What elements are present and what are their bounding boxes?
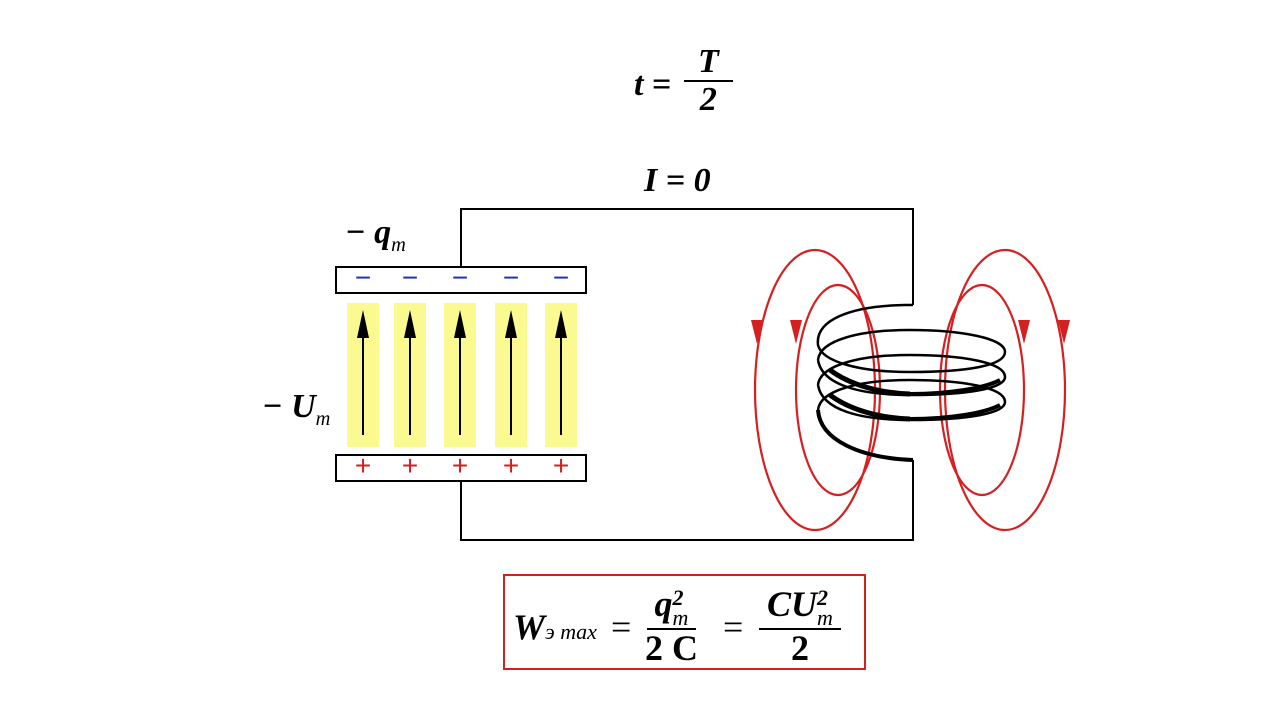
- plus-sign: +: [552, 450, 570, 481]
- voltage-label: − Um: [262, 388, 330, 431]
- arrow-up-icon: [357, 310, 369, 338]
- bottom-wire: [460, 460, 914, 541]
- fraction-1-den: 2 C: [645, 627, 698, 668]
- charge-sub: m: [391, 233, 406, 256]
- minus-sign: −: [451, 262, 469, 293]
- field-line-right-inner: [938, 283, 1026, 497]
- charge-var: q: [374, 214, 392, 251]
- q-var: q: [654, 584, 673, 624]
- arrow-down-icon: [1058, 320, 1070, 344]
- arrow-up-icon: [555, 310, 567, 338]
- voltage-sign: −: [262, 388, 283, 425]
- capacitor-top-plate: [335, 266, 587, 294]
- arrow-down-icon: [751, 320, 763, 344]
- plus-sign: +: [354, 450, 372, 481]
- sub: m: [817, 604, 833, 630]
- energy-sub: э max: [545, 619, 597, 644]
- equals-1: =: [611, 607, 632, 647]
- minus-sign: −: [354, 262, 372, 293]
- arrow-down-icon: [790, 320, 802, 344]
- voltage-var: U: [291, 388, 316, 425]
- top-wire: [460, 208, 914, 305]
- energy-symbol: W: [513, 607, 546, 647]
- cu-var: CU: [767, 584, 818, 624]
- magnetic-field-lines: [753, 248, 1067, 532]
- time-den: 2: [699, 80, 717, 118]
- field-line-right-outer: [943, 248, 1067, 532]
- sub: m: [672, 604, 689, 630]
- time-fraction: T 2: [684, 44, 733, 117]
- time-eq: =: [652, 66, 672, 103]
- arrow-down-icon: [1018, 320, 1030, 344]
- charge-sign: −: [345, 214, 366, 251]
- energy-lhs: Wэ max: [513, 606, 597, 648]
- field-arrows: [751, 320, 1070, 344]
- time-var: t: [634, 66, 644, 103]
- capacitor-bottom-plate: [335, 454, 587, 482]
- plus-sign: +: [401, 450, 419, 481]
- wires: [460, 208, 914, 541]
- plus-sign: +: [451, 450, 469, 481]
- minus-sign: −: [552, 262, 570, 293]
- arrow-up-icon: [505, 310, 517, 338]
- current-label: I = 0: [644, 162, 711, 199]
- sup: 2: [672, 584, 684, 610]
- electric-field-strips: [347, 303, 577, 447]
- voltage-sub: m: [315, 407, 331, 430]
- minus-sign: −: [502, 262, 520, 293]
- time-num: T: [684, 44, 733, 82]
- minus-sign: −: [401, 262, 419, 293]
- sup: 2: [817, 584, 829, 610]
- arrow-up-icon: [454, 310, 466, 338]
- fraction-2-den: 2: [790, 627, 809, 668]
- plus-sign: +: [502, 450, 520, 481]
- arrow-up-icon: [404, 310, 416, 338]
- equals-2: =: [723, 607, 744, 647]
- inductor-coil: [816, 303, 1007, 462]
- charge-label: − qm: [345, 214, 406, 257]
